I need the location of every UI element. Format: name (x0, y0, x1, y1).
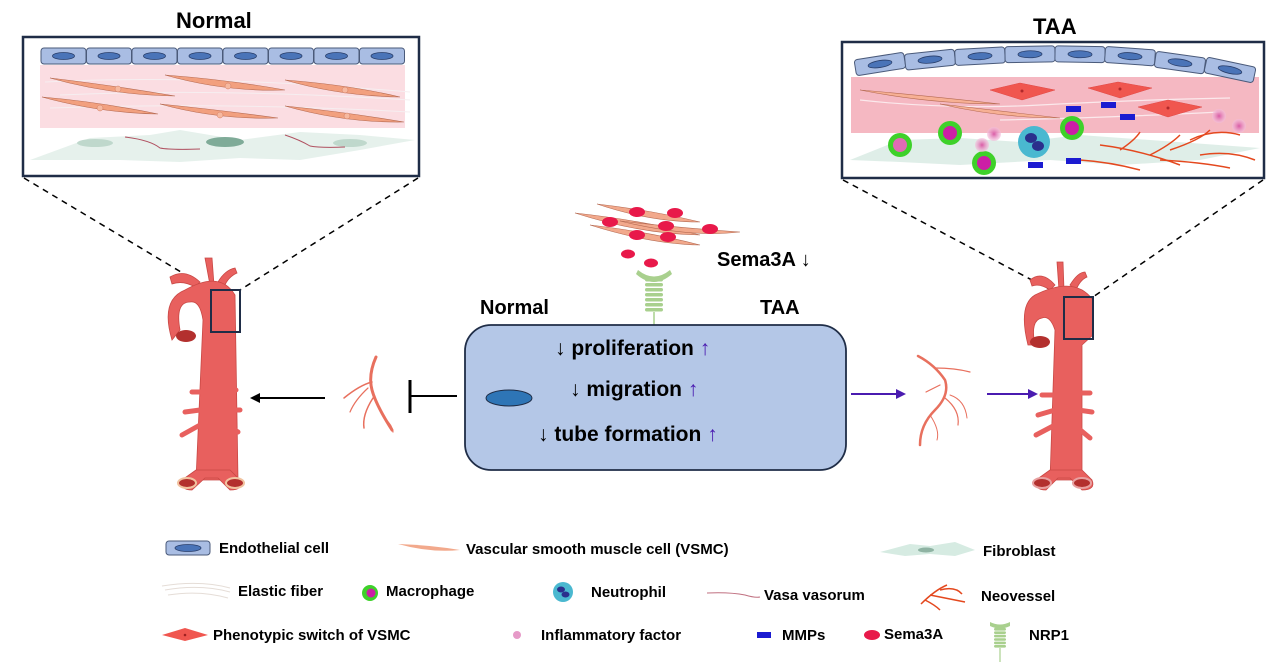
taa-neovessels (1079, 129, 1256, 171)
decrease-arrow-icon: ↓ (570, 378, 581, 401)
legend-label-mmps: MMPs (782, 627, 826, 644)
nrp1-receptor (636, 270, 672, 325)
nrp1-domain (994, 631, 1006, 634)
taa-neovessel (916, 354, 971, 447)
legend-label-phenotypic-switch: Phenotypic switch of VSMC (213, 627, 411, 644)
endothelial-cell-icon (165, 540, 211, 556)
endothelial-cell-box (464, 324, 847, 471)
endothelial-nucleus (325, 52, 348, 60)
nrp1-domain (994, 628, 1006, 631)
effect-tube-formation: ↓ tube formation ↑ (538, 423, 718, 447)
free-sema3a-ligands (621, 249, 658, 268)
increase-arrow-icon: ↑ (699, 337, 711, 360)
nrp1-icon (990, 622, 1010, 662)
legend-label-fibroblast: Fibroblast (983, 543, 1056, 560)
taa-mmps (1028, 102, 1135, 168)
center-taa-label: TAA (760, 297, 800, 319)
endothelial-nucleus (370, 52, 394, 60)
taa-macrophages (888, 116, 1084, 175)
endothelial-nucleus (279, 52, 303, 60)
taa-endothelial-layer (853, 45, 1257, 83)
endothelial-nucleus (97, 52, 121, 60)
effect-label: migration (586, 378, 683, 401)
nrp1-domain (645, 308, 663, 312)
taa-inflammatory-factors (975, 109, 1246, 152)
taa-arrow-to-aorta (987, 389, 1038, 399)
legend-label-macrophage: Macrophage (386, 583, 475, 600)
center-normal-label: Normal (480, 297, 549, 319)
endothelial-nucleus (52, 52, 75, 60)
endothelial-cell (904, 48, 956, 71)
normal-vasa-vasorum (124, 136, 201, 150)
inflammatory-factor-icon (513, 631, 521, 639)
effect-label: tube formation (554, 423, 702, 446)
decrease-arrow-icon: ↓ (555, 337, 566, 360)
increase-arrow-icon: ↑ (687, 378, 699, 401)
vasa-vasorum-icon (706, 592, 761, 598)
endothelial-cell (1004, 45, 1056, 64)
sema3a-icon (864, 630, 880, 640)
nrp1-domain (645, 278, 663, 282)
sema3a-label: Sema3A ↓ (717, 249, 811, 272)
taa-vessel-wall-panel (840, 40, 1266, 180)
endothelial-cell (1054, 45, 1106, 64)
sema3a-label-text: Sema3A (717, 249, 796, 271)
legend-label-neutrophil: Neutrophil (591, 584, 666, 601)
legend-label-inflammatory-factor: Inflammatory factor (541, 627, 682, 644)
taa-neutrophil (1018, 126, 1050, 158)
fibroblast-icon (880, 542, 975, 556)
endothelial-nucleus-icon (485, 389, 533, 407)
taa-aorta-highlight-box (1063, 296, 1094, 340)
nrp1-domain (994, 645, 1006, 648)
effect-label: proliferation (571, 337, 694, 360)
neutrophil-icon (553, 582, 573, 602)
legend-label-nrp1: NRP1 (1029, 627, 1070, 644)
decrease-arrow-icon: ↓ (538, 423, 549, 446)
elastic-fiber-icon (161, 582, 231, 599)
endothelial-nucleus (143, 52, 166, 60)
nrp1-domain (994, 638, 1006, 641)
endothelial-nucleus (188, 52, 212, 60)
endothelial-cell (1203, 57, 1257, 83)
normal-aorta-highlight-box (210, 289, 241, 333)
legend-label-vasa-vasorum: Vasa vasorum (764, 587, 865, 604)
normal-aorta (167, 257, 242, 491)
mmps-icon (757, 632, 771, 638)
taa-arrow-to-neovessel (851, 389, 906, 399)
increase-arrow-icon: ↑ (707, 423, 718, 446)
nrp1-domain (645, 288, 663, 292)
legend-label-neovessel: Neovessel (981, 588, 1056, 605)
normal-arrow-to-aorta (250, 393, 325, 403)
inhibition-bar-arrow (408, 380, 457, 413)
normal-fibroblast-layer (30, 130, 415, 162)
vsmc-icon (398, 544, 460, 551)
macrophage-icon (362, 585, 378, 601)
normal-endothelial-layer (40, 47, 405, 65)
normal-panel-title: Normal (176, 8, 252, 33)
nrp1-domain (645, 283, 663, 287)
legend-label-elastic-fiber: Elastic fiber (238, 583, 324, 600)
sema3a-down-arrow-icon: ↓ (800, 249, 811, 271)
nrp1-domain (994, 634, 1006, 638)
normal-neovessel (343, 355, 394, 433)
endothelial-cell (954, 46, 1006, 66)
neovessel-icon (920, 584, 966, 611)
effect-proliferation: ↓ proliferation ↑ (555, 337, 710, 361)
endothelial-cell (1104, 46, 1156, 67)
vsmc-cluster-secreting-sema3a (574, 203, 741, 246)
normal-zoom-lines (23, 177, 419, 291)
legend-label-vsmc: Vascular smooth muscle cell (VSMC) (466, 541, 729, 558)
effect-migration: ↓ migration ↑ (570, 378, 698, 402)
nrp1-domain (994, 641, 1006, 645)
legend-label-endothelial-cell: Endothelial cell (219, 540, 330, 557)
phenotypic-switch-icon (162, 628, 208, 641)
legend-label-sema3a: Sema3A (884, 626, 944, 643)
taa-zoom-lines (842, 179, 1264, 298)
nrp1-domain (645, 303, 663, 307)
normal-vessel-wall-panel (21, 35, 421, 178)
taa-panel-title: TAA (1033, 14, 1077, 39)
nrp1-domain (645, 298, 663, 302)
nrp1-domain (645, 293, 663, 297)
endothelial-nucleus (234, 52, 257, 60)
